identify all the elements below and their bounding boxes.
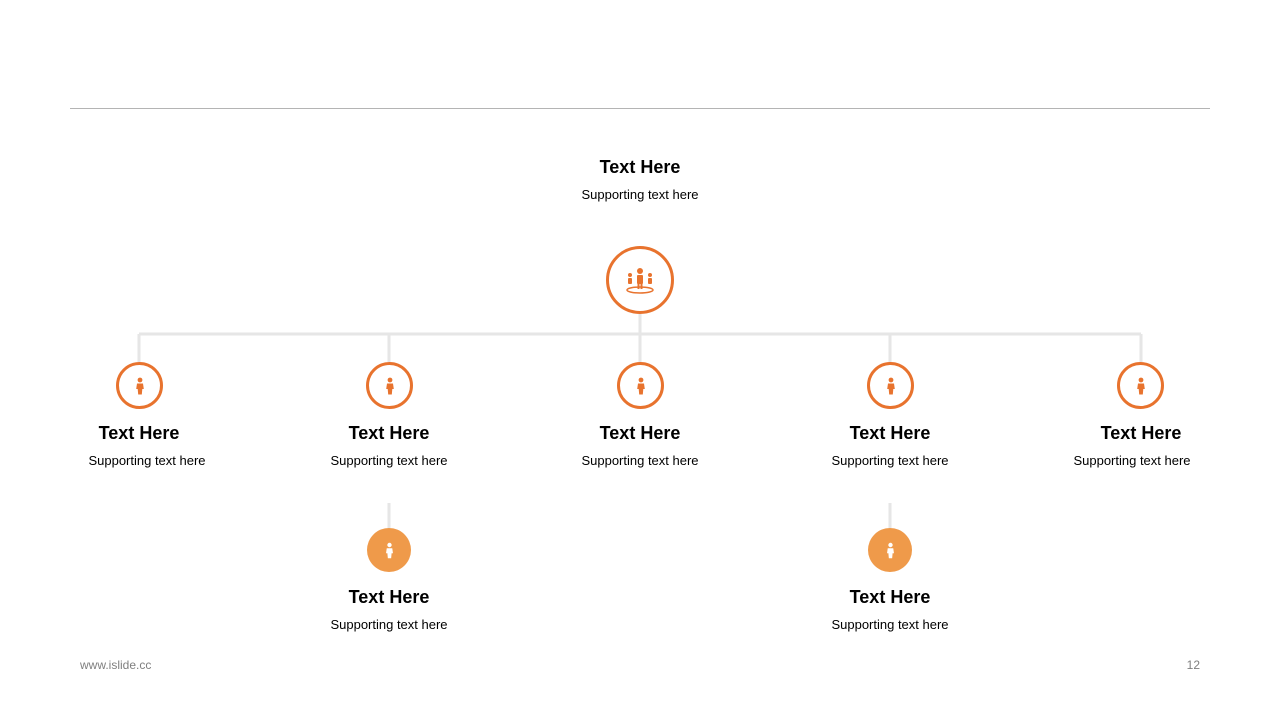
root-subtitle: Supporting text here — [581, 187, 699, 202]
root-title: Text Here — [599, 157, 681, 177]
level1-node-4: Text Here Supporting text here — [780, 422, 1000, 469]
level1-subtitle-1: Supporting text here — [88, 453, 206, 468]
level1-circle-4 — [867, 362, 914, 409]
level1-subtitle-3: Supporting text here — [581, 453, 699, 468]
level2-circle-1 — [367, 528, 411, 572]
level1-node-5: Text Here Supporting text here — [1031, 422, 1251, 469]
level1-circle-2 — [366, 362, 413, 409]
level2-title-1: Text Here — [348, 587, 430, 607]
page-number: 12 — [1186, 658, 1200, 672]
person-icon — [636, 377, 645, 394]
person-icon — [385, 542, 393, 558]
level1-subtitle-4: Supporting text here — [831, 453, 949, 468]
level2-subtitle-1: Supporting text here — [330, 617, 448, 632]
level2-node-2: Text Here Supporting text here — [780, 586, 1000, 633]
person-icon — [886, 542, 894, 558]
level1-subtitle-5: Supporting text here — [1073, 453, 1191, 468]
level1-circle-1 — [116, 362, 163, 409]
level1-node-3: Text Here Supporting text here — [530, 422, 750, 469]
person-icon — [385, 377, 394, 394]
root-circle — [606, 246, 674, 314]
level2-title-2: Text Here — [849, 587, 931, 607]
person-icon — [886, 377, 895, 394]
root-node-text: Text Here Supporting text here — [530, 156, 750, 203]
level1-subtitle-2: Supporting text here — [330, 453, 448, 468]
level2-subtitle-2: Supporting text here — [831, 617, 949, 632]
leader-team-icon — [626, 268, 654, 294]
level2-node-1: Text Here Supporting text here — [279, 586, 499, 633]
level1-title-1: Text Here — [98, 423, 180, 443]
level1-title-3: Text Here — [599, 423, 681, 443]
person-icon — [1136, 377, 1145, 394]
level2-circle-2 — [868, 528, 912, 572]
level1-node-1: Text Here Supporting text here — [29, 422, 249, 469]
footer-url: www.islide.cc — [80, 658, 152, 672]
person-icon — [135, 377, 144, 394]
level1-title-2: Text Here — [348, 423, 430, 443]
level1-node-2: Text Here Supporting text here — [279, 422, 499, 469]
level1-circle-3 — [617, 362, 664, 409]
top-divider-line — [70, 108, 1210, 109]
level1-title-5: Text Here — [1100, 423, 1182, 443]
level1-title-4: Text Here — [849, 423, 931, 443]
level1-circle-5 — [1117, 362, 1164, 409]
